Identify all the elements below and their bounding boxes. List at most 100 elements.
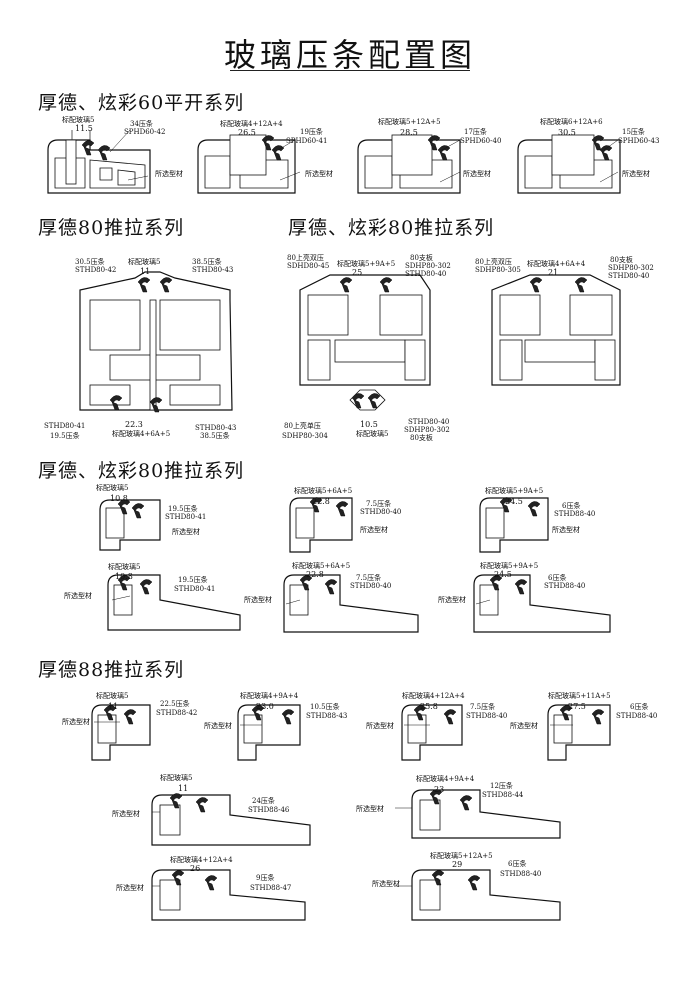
bead-label: 7.5压条 (470, 703, 496, 711)
glass-label: 标配玻璃6+12A+6 (540, 118, 603, 126)
bead-code: STHD88-44 (482, 791, 524, 799)
profile-label: 所选型材 (62, 718, 90, 726)
profile-label: 所选型材 (366, 722, 394, 730)
glass-dimension: 21 (548, 268, 559, 277)
bead-label: 7.5压条 (356, 574, 382, 582)
section-title-80-sliding-2: 厚德、炫彩80推拉系列 (38, 460, 245, 482)
profile-80-sash-d (107, 574, 241, 631)
profile-88-e (151, 793, 311, 846)
glass-dimension: 10.8 (115, 572, 133, 581)
bead-label: 6压条 (630, 703, 649, 711)
bead-code: STHD88-46 (248, 806, 290, 814)
section-title-60-casement: 厚德、炫彩60平开系列 (38, 92, 245, 114)
bead-label: 38.5压条 (200, 432, 230, 440)
bead-label: 6压条 (508, 860, 527, 868)
bead-label: 17压条 (464, 128, 487, 136)
profile-80-frame-b (299, 274, 431, 411)
glass-dimension: 22.3 (125, 420, 143, 429)
profile-label: 所选型材 (463, 170, 491, 178)
profile-80-sash-a (99, 499, 161, 551)
profile-label: 所选型材 (64, 592, 92, 600)
profile-88-d (547, 704, 611, 761)
glass-label: 标配玻璃4+6A+4 (527, 260, 586, 268)
bead-code: SPHD60-42 (124, 128, 166, 136)
profile-label: 所选型材 (356, 805, 384, 813)
bead-label: 12压条 (490, 782, 513, 790)
profile-label: 所选型材 (204, 722, 232, 730)
glass-dimension: 29 (452, 860, 463, 869)
glass-dimension: 11 (140, 267, 151, 276)
profile-60-c (357, 134, 461, 194)
profile-label: 所选型材 (360, 526, 388, 534)
bead-label: 80上亮单压 (284, 422, 321, 430)
bead-code: STHD80-40 (408, 418, 450, 426)
bead-code: SDHD80-45 (287, 262, 330, 270)
bead-code: STHD88-40 (500, 870, 542, 878)
glass-dimension: 24.5 (505, 497, 523, 506)
bead-label: 80支板 (610, 256, 633, 264)
glass-label: 标配玻璃4+12A+4 (220, 120, 283, 128)
glass-label: 标配玻璃5 (96, 692, 129, 700)
glass-dimension: 11 (178, 784, 189, 793)
page-title: 玻璃压条配置图 (223, 36, 476, 74)
glass-dimension: 26.5 (238, 128, 256, 137)
glass-dimension: 25 (352, 268, 363, 277)
profile-label: 所选型材 (112, 810, 140, 818)
profile-80-sash-c (479, 497, 549, 553)
bead-code: STHD88-40 (616, 712, 658, 720)
section-title-80-sliding-colour: 厚德、炫彩80推拉系列 (288, 217, 495, 239)
profile-60-d (517, 134, 621, 194)
bead-code: SDHP80-302 (404, 426, 450, 434)
glass-dimension: 22.8 (312, 497, 330, 506)
bead-code: SDHP80-302 (405, 262, 451, 270)
bead-label: 6压条 (562, 502, 581, 510)
profile-80-sash-e (283, 574, 419, 633)
glass-label: 标配玻璃5 (356, 430, 389, 438)
profile-88-h (411, 869, 561, 921)
bead-label: 38.5压条 (192, 258, 222, 266)
profile-88-g (151, 869, 306, 921)
section-title-80-sliding: 厚德80推拉系列 (38, 217, 185, 239)
bead-code: STHD80-43 (195, 424, 237, 432)
bead-code: STHD88-47 (250, 884, 292, 892)
bead-code: STHD80-40 (350, 582, 392, 590)
bead-label: 80支板 (410, 254, 433, 262)
profile-label: 所选型材 (622, 170, 650, 178)
glass-label: 标配玻璃5+11A+5 (548, 692, 611, 700)
bead-code: SDHP80-304 (282, 432, 328, 440)
glass-dimension: 10.5 (360, 420, 378, 429)
glass-label: 标配玻璃5+6A+5 (292, 562, 351, 570)
profile-label: 所选型材 (116, 884, 144, 892)
bead-code: STHD80-41 (165, 513, 207, 521)
title-underline (230, 70, 470, 71)
bead-code: SDHP80-305 (475, 266, 521, 274)
bead-code: STHD88-43 (306, 712, 348, 720)
bead-label: 9压条 (256, 874, 275, 882)
bead-label: 22.5压条 (160, 700, 190, 708)
glass-dimension: 24.5 (494, 570, 512, 579)
profile-label: 所选型材 (172, 528, 200, 536)
glass-label: 标配玻璃4+12A+4 (402, 692, 465, 700)
glass-dimension: 28.5 (400, 128, 418, 137)
bead-label: 19压条 (300, 128, 323, 136)
section-title-88-sliding: 厚德88推拉系列 (38, 659, 185, 681)
glass-label: 标配玻璃4+9A+4 (240, 692, 299, 700)
glass-dimension: 23 (434, 785, 445, 794)
bead-code: SPHD60-40 (460, 137, 502, 145)
bead-label: 80上亮双压 (475, 258, 512, 266)
bead-code: STHD80-42 (75, 266, 117, 274)
profile-label: 所选型材 (510, 722, 538, 730)
profile-label: 所选型材 (244, 596, 272, 604)
glass-label: 标配玻璃5+12A+5 (378, 118, 441, 126)
profile-80-sash-b (289, 497, 353, 553)
bead-label: 19.5压条 (50, 432, 80, 440)
glass-label: 标配玻璃5 (108, 563, 141, 571)
bead-label: 10.5压条 (310, 703, 340, 711)
glass-dimension: 10.8 (110, 494, 128, 503)
glass-label: 标配玻璃4+9A+4 (416, 775, 475, 783)
bead-code: SPHD60-43 (618, 137, 660, 145)
profile-88-f (411, 789, 561, 839)
glass-label: 标配玻璃4+6A+5 (112, 430, 171, 438)
bead-code: STHD80-40 (405, 270, 447, 278)
